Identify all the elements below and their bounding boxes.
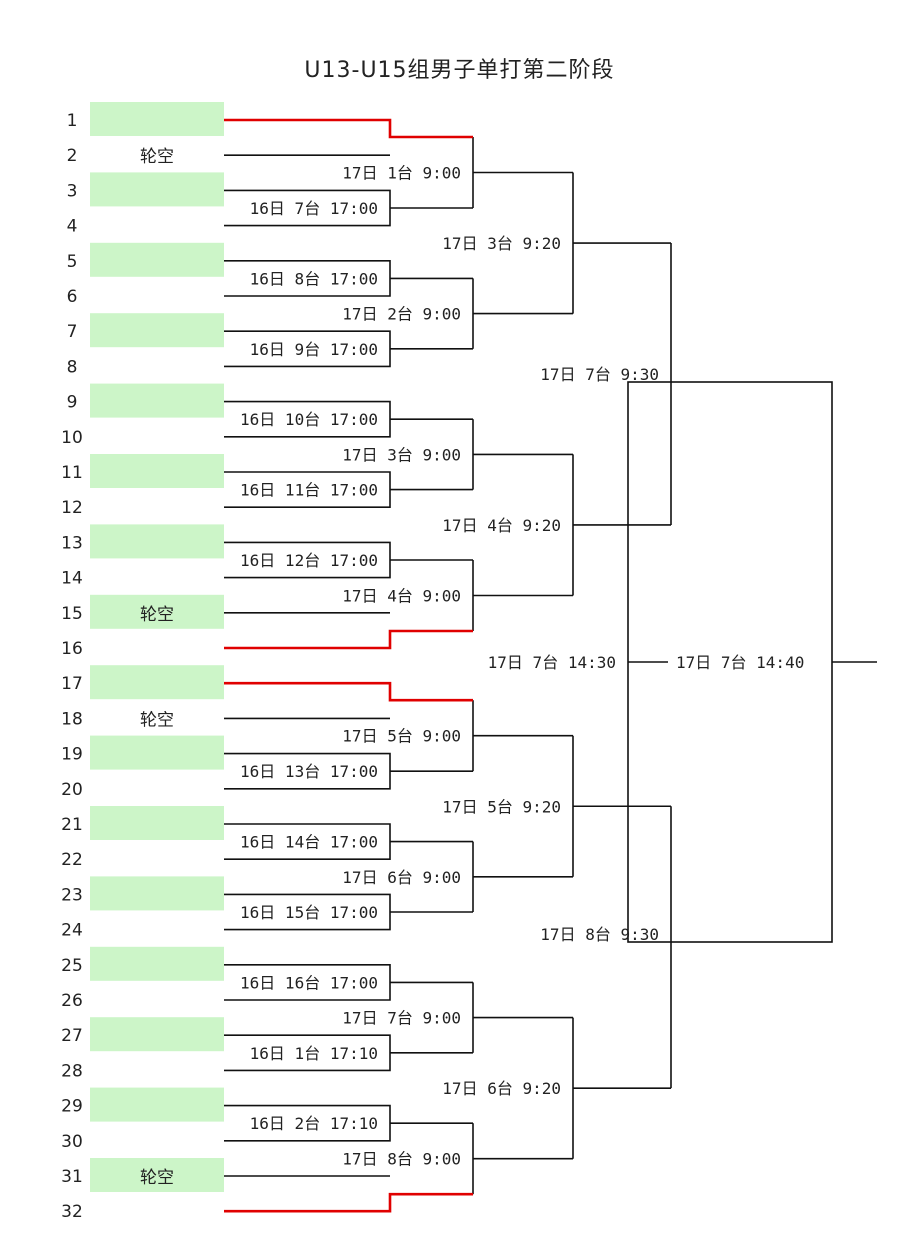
seed-number-8: 8	[67, 357, 78, 377]
r3-match-label-1: 17日 3台 9:20	[442, 234, 561, 253]
seed-number-27: 27	[61, 1026, 83, 1046]
slot-fill-9	[90, 383, 224, 418]
r4-match-label-1: 17日 7台 9:30	[540, 365, 659, 384]
seed-number-1: 1	[67, 111, 78, 131]
slot-fill-11	[90, 454, 224, 488]
r2-match-label-7: 17日 7台 9:00	[342, 1009, 461, 1028]
slot-label-2: 轮空	[140, 147, 174, 167]
advance-line-16	[224, 1192, 473, 1213]
seed-number-11: 11	[61, 463, 83, 483]
slot-fill-3	[90, 172, 224, 207]
seed-number-29: 29	[61, 1097, 83, 1117]
r2-match-label-5: 17日 5台 9:00	[342, 727, 461, 746]
r3-match-label-4: 17日 6台 9:20	[442, 1079, 561, 1098]
r2-match-label-6: 17日 6台 9:00	[342, 868, 461, 887]
seed-number-5: 5	[67, 252, 78, 272]
bracket-lines	[224, 137, 877, 1195]
advance-lines	[224, 118, 473, 1213]
r1-match-label-2: 16日 7台 17:00	[250, 199, 378, 218]
seed-number-12: 12	[61, 498, 83, 518]
seed-number-31: 31	[61, 1167, 83, 1187]
semifinal-match-label: 17日 7台 14:30	[488, 653, 616, 672]
seed-number-7: 7	[67, 322, 78, 342]
r1-match-label-15: 16日 2台 17:10	[250, 1114, 378, 1133]
slot-label-31: 轮空	[140, 1168, 174, 1188]
r1-match-label-12: 16日 15台 17:00	[240, 903, 378, 922]
seed-number-14: 14	[61, 569, 83, 589]
slot-fill-1	[90, 102, 224, 136]
slot-label-15: 轮空	[140, 605, 174, 625]
seed-number-23: 23	[61, 885, 83, 905]
advance-line-9	[224, 681, 473, 702]
slot-fill-5	[90, 242, 224, 277]
slot-fill-23	[90, 876, 224, 911]
r1-match-label-14: 16日 1台 17:10	[250, 1044, 378, 1063]
r2-match-label-8: 17日 8台 9:00	[342, 1150, 461, 1169]
slot-fill-29	[90, 1087, 224, 1122]
slot-fill-17	[90, 665, 224, 700]
r2-match-label-2: 17日 2台 9:00	[342, 305, 461, 324]
slot-fill-15	[90, 594, 224, 629]
seed-number-25: 25	[61, 956, 83, 976]
r1-match-label-13: 16日 16台 17:00	[240, 973, 378, 992]
slot-fill-25	[90, 946, 224, 981]
r1-match-label-10: 16日 13台 17:00	[240, 762, 378, 781]
final-match-label: 17日 7台 14:40	[676, 653, 804, 672]
r1-match-label-7: 16日 12台 17:00	[240, 551, 378, 570]
slot-fill-7	[90, 313, 224, 348]
seed-number-3: 3	[67, 181, 78, 201]
seed-number-20: 20	[61, 780, 83, 800]
seed-number-6: 6	[67, 287, 78, 307]
seed-number-28: 28	[61, 1061, 83, 1081]
seed-number-19: 19	[61, 745, 83, 765]
slot-fill-13	[90, 524, 224, 559]
seed-number-17: 17	[61, 674, 83, 694]
advance-line-1	[224, 118, 473, 139]
bracket-title: U13-U15组男子单打第二阶段	[304, 58, 615, 83]
seed-number-32: 32	[61, 1202, 83, 1222]
seed-number-4: 4	[67, 217, 78, 237]
seed-number-16: 16	[61, 639, 83, 659]
seed-number-15: 15	[61, 604, 83, 624]
r1-match-label-4: 16日 9台 17:00	[250, 340, 378, 359]
slot-fills	[90, 102, 224, 1192]
slot-fill-27	[90, 1017, 224, 1052]
slot-label-18: 轮空	[140, 710, 174, 730]
seed-number-26: 26	[61, 991, 83, 1011]
slot-fill-19	[90, 735, 224, 770]
r2-match-label-1: 17日 1台 9:00	[342, 164, 461, 183]
r3-match-label-2: 17日 4台 9:20	[442, 516, 561, 535]
r3-match-label-3: 17日 5台 9:20	[442, 797, 561, 816]
seed-number-24: 24	[61, 921, 83, 941]
advance-line-8	[224, 629, 473, 650]
seed-number-2: 2	[67, 146, 78, 166]
r1-match-label-5: 16日 10台 17:00	[240, 410, 378, 429]
slot-fill-21	[90, 806, 224, 840]
seed-number-21: 21	[61, 815, 83, 835]
r2-match-label-4: 17日 4台 9:00	[342, 587, 461, 606]
seed-number-9: 9	[67, 393, 78, 413]
r4-match-label-2: 17日 8台 9:30	[540, 925, 659, 944]
seed-number-22: 22	[61, 850, 83, 870]
seed-number-18: 18	[61, 709, 83, 729]
seed-number-30: 30	[61, 1132, 83, 1152]
seed-number-10: 10	[61, 428, 83, 448]
r1-match-label-3: 16日 8台 17:00	[250, 269, 378, 288]
seed-number-13: 13	[61, 533, 83, 553]
slot-fill-31	[90, 1158, 224, 1192]
r1-match-label-11: 16日 14台 17:00	[240, 833, 378, 852]
r2-match-label-3: 17日 3台 9:00	[342, 445, 461, 464]
r1-match-label-6: 16日 11台 17:00	[240, 481, 378, 500]
